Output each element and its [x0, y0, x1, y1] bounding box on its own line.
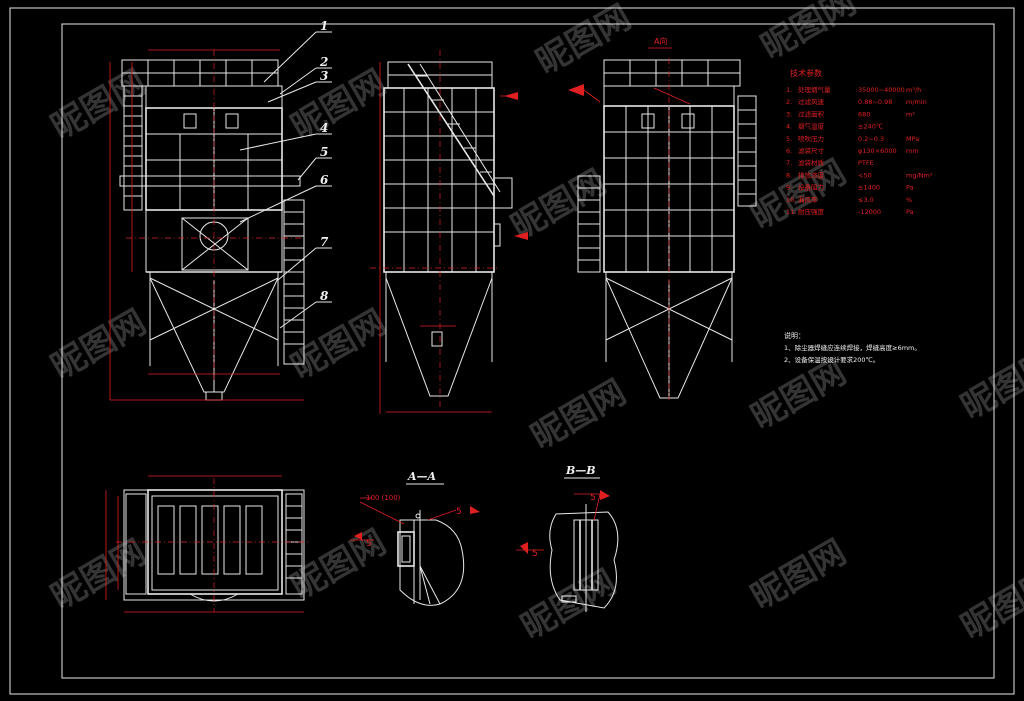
- part-number-label: 1: [320, 19, 328, 33]
- param-no: 9.: [786, 184, 792, 192]
- front-view: 1 2 3 4 5 6 7 8: [109, 19, 332, 401]
- param-value: 0.2~0.3: [858, 135, 884, 143]
- watermark-text: 昵图网: [745, 352, 853, 438]
- param-no: 1.: [786, 86, 792, 94]
- note-item: 2、设备保温按设计要求200℃。: [784, 355, 879, 364]
- inner-frame: [61, 23, 995, 679]
- param-value: ≤240℃: [858, 123, 883, 131]
- weld-size-label: 5: [456, 507, 462, 517]
- notes-block: 说明： 1、除尘器焊缝应连续焊接，焊缝高度≥6mm。 2、设备保温按设计要求20…: [784, 331, 921, 364]
- param-value: ≤3.0: [858, 196, 874, 204]
- watermark-text: 昵图网: [745, 532, 853, 618]
- param-label: 耐压强度: [798, 207, 825, 216]
- part-number-label: 3: [320, 69, 328, 83]
- a-view: A向: [568, 36, 757, 400]
- watermark-text: 昵图网: [45, 532, 153, 618]
- param-unit: m/min: [906, 98, 927, 106]
- watermark-text: 昵图网: [285, 62, 393, 148]
- plan-view: [105, 475, 310, 613]
- note-item: 1、除尘器焊缝应连续焊接，焊缝高度≥6mm。: [784, 343, 921, 352]
- part-number-label: 6: [320, 173, 329, 187]
- param-label: 滤袋尺寸: [798, 146, 825, 155]
- param-label: 排放浓度: [798, 170, 825, 179]
- param-value: -12000: [858, 208, 881, 216]
- param-value: <50: [858, 171, 872, 179]
- tech-params-title: 技术参数: [790, 68, 822, 78]
- weld-size-label: 5: [366, 539, 372, 549]
- param-label: 滤袋材质: [798, 158, 825, 167]
- param-no: 3.: [786, 110, 792, 118]
- watermark-text: 昵图网: [45, 302, 153, 388]
- param-label: 处理烟气量: [798, 85, 831, 94]
- watermark-text: 昵图网: [530, 0, 638, 83]
- view-label: A向: [654, 36, 667, 46]
- param-value: 680: [858, 110, 870, 118]
- part-number-label: 5: [320, 145, 328, 159]
- param-no: 7.: [786, 159, 792, 167]
- param-unit: mm: [906, 147, 919, 155]
- param-label: 烟气温度: [798, 122, 825, 131]
- watermark-text: 昵图网: [285, 522, 393, 608]
- section-label: A—A: [407, 470, 437, 483]
- param-label: 漏风率: [798, 195, 818, 204]
- part-number-label: 2: [319, 55, 328, 69]
- param-value: ≤1400: [858, 184, 880, 192]
- section-label: B—B: [565, 464, 596, 477]
- watermark-text: 昵图网: [755, 0, 863, 68]
- section-bb: B—B 5 5: [516, 464, 619, 612]
- part-number-label: 8: [320, 289, 329, 303]
- watermark-text: 昵图网: [525, 372, 633, 458]
- weld-size-label: 5: [590, 493, 596, 503]
- param-label: 过滤风速: [798, 97, 825, 106]
- watermark-text: 昵图网: [285, 302, 393, 388]
- watermark-text: 昵图网: [45, 62, 153, 148]
- param-no: 4.: [786, 123, 792, 131]
- part-number-label: 4: [320, 121, 328, 135]
- param-label: 设备阻力: [798, 183, 824, 192]
- param-no: 11.: [786, 208, 796, 216]
- param-no: 6.: [786, 147, 792, 155]
- param-no: 5.: [786, 135, 792, 143]
- param-no: 10.: [786, 196, 796, 204]
- weld-callout: 100 (100): [366, 494, 401, 502]
- param-value: φ130×6000: [858, 147, 897, 155]
- param-value: 35000~40000: [858, 86, 905, 94]
- param-no: 2.: [786, 98, 792, 106]
- param-no: 8.: [786, 171, 792, 179]
- param-value: 0.88~0.98: [858, 98, 892, 106]
- side-view: [370, 50, 528, 414]
- param-unit: mg/Nm³: [906, 171, 933, 179]
- param-value: PTFE: [858, 159, 874, 167]
- outer-border: [9, 7, 1015, 695]
- param-unit: m³/h: [906, 86, 921, 94]
- param-unit: Pa: [906, 208, 914, 216]
- section-aa: A—A 100 (100) 5 5: [350, 470, 480, 606]
- param-unit: %: [906, 196, 912, 204]
- part-number-label: 7: [320, 235, 329, 249]
- param-label: 喷吹压力: [798, 134, 824, 143]
- param-label: 过滤面积: [798, 109, 825, 118]
- param-unit: Pa: [906, 184, 914, 192]
- weld-size-label: 5: [532, 549, 538, 559]
- param-unit: m²: [906, 110, 915, 118]
- param-unit: MPa: [906, 135, 919, 143]
- notes-title: 说明：: [784, 331, 805, 340]
